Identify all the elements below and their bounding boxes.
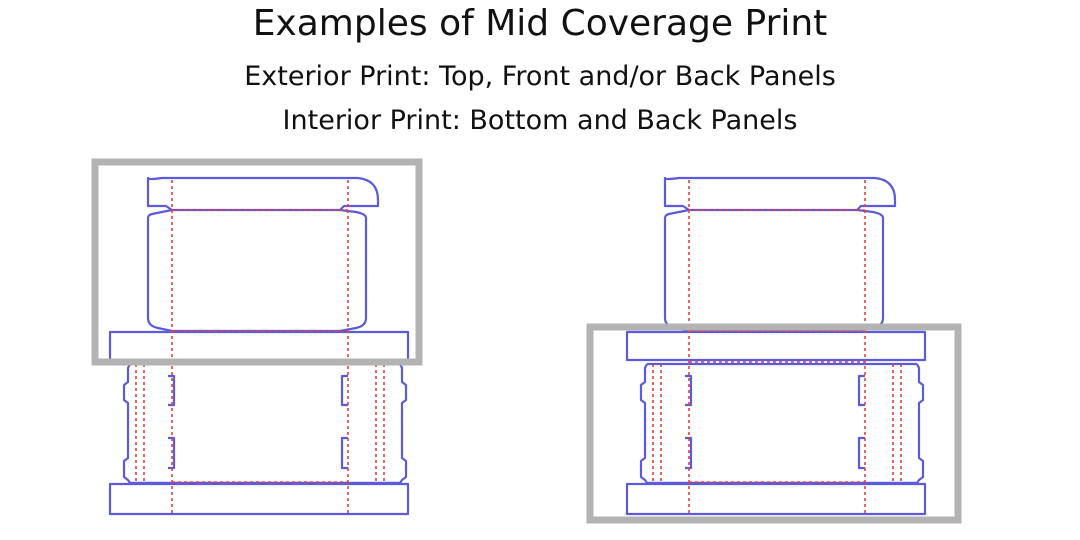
interior-dieline	[625, 176, 927, 516]
subtitle-interior: Interior Print: Bottom and Back Panels	[282, 105, 798, 136]
page-title: Examples of Mid Coverage Print	[252, 3, 828, 44]
subtitle-exterior: Exterior Print: Top, Front and/or Back P…	[244, 61, 836, 92]
interior-print-area-highlight	[586, 323, 962, 524]
exterior-print-area-highlight	[91, 158, 423, 366]
exterior-dieline	[108, 176, 410, 516]
exterior-print-diagram	[91, 158, 423, 516]
interior-print-diagram	[586, 176, 962, 524]
